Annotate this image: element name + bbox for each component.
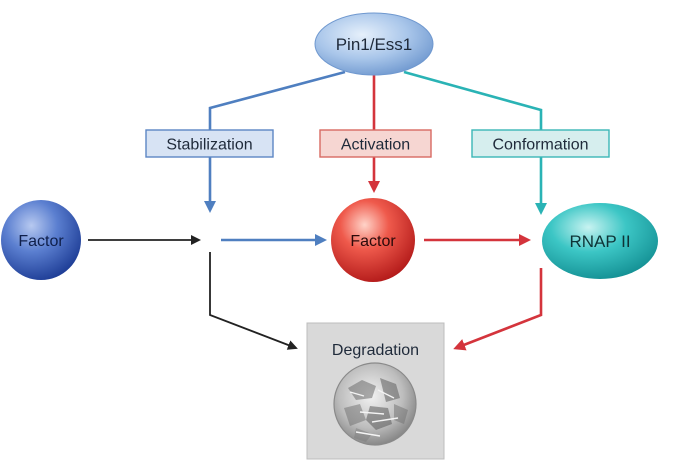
svg-text:Conformation: Conformation — [492, 137, 588, 154]
svg-text:Activation: Activation — [341, 137, 410, 154]
rnap-to-degradation-arrow — [453, 268, 543, 351]
conformation-path — [403, 70, 547, 215]
activation-label: Activation — [319, 129, 432, 158]
svg-text:Factor: Factor — [18, 233, 64, 250]
rnap-ii-node: RNAP II — [542, 203, 658, 279]
pin1-ess1-node: Pin1/Ess1 — [314, 12, 434, 76]
svg-text:Factor: Factor — [350, 233, 396, 250]
degraded-protein-icon — [333, 362, 417, 446]
svg-text:Stabilization: Stabilization — [166, 137, 252, 154]
svg-text:RNAP II: RNAP II — [569, 232, 630, 251]
factor-left-node: Factor — [1, 200, 81, 280]
svg-text:Degradation: Degradation — [332, 342, 419, 359]
stabilization-label: Stabilization — [145, 129, 274, 158]
degradation-box: Degradation — [306, 322, 445, 460]
conformation-label: Conformation — [471, 129, 610, 158]
stabilization-path — [204, 70, 346, 213]
factor-center-node: Factor — [331, 198, 415, 282]
svg-text:Pin1/Ess1: Pin1/Ess1 — [336, 35, 413, 54]
junction-to-degradation-arrow — [209, 252, 298, 350]
